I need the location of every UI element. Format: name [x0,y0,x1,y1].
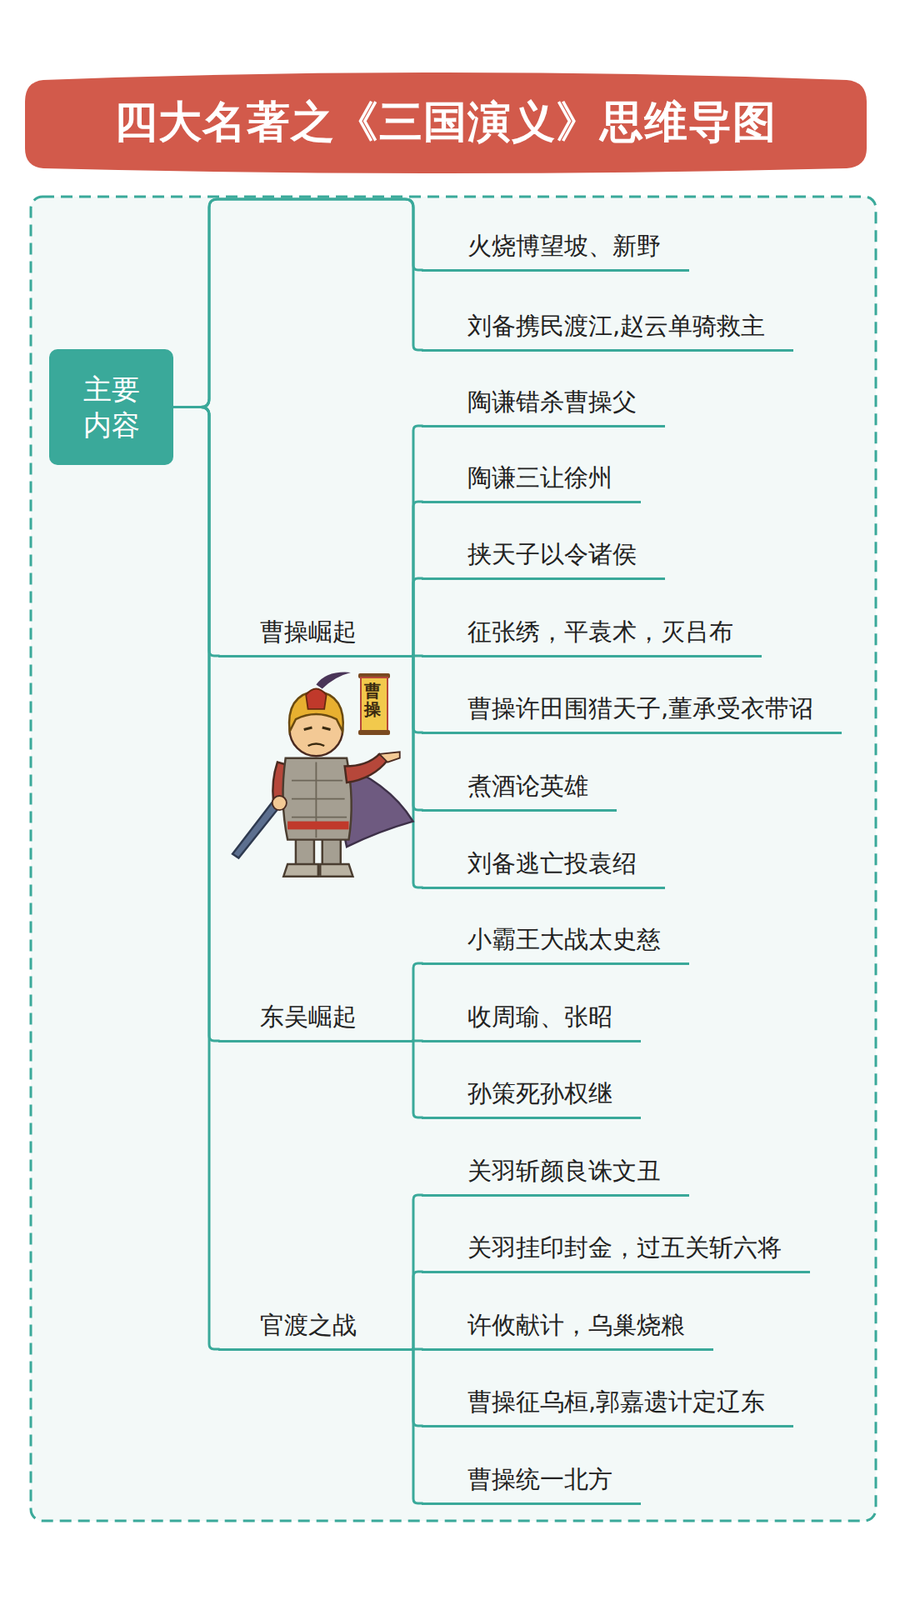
leaf-topic: 挟天子以令诸侯 [421,539,665,580]
title-banner [25,72,867,174]
topic-text: 煮酒论英雄 [467,771,589,800]
content-frame [30,196,876,1521]
tree-connector [173,407,220,1042]
branch-topic: 东吴崛起 [218,1001,414,1043]
leaf-topic: 曹操统一北方 [421,1464,641,1505]
topic-text: 收周瑜、张昭 [467,1002,613,1031]
topic-text: 陶谦三让徐州 [467,463,613,492]
leaf-topic: 孙策死孙权继 [421,1078,641,1120]
leaf-topic: 煮酒论英雄 [421,770,617,812]
leaf-topic: 关羽斩颜良诛文丑 [421,1155,690,1197]
scroll-label: 曹操 [364,681,381,719]
leaf-topic: 火烧博望坡、新野 [421,230,690,272]
topic-text: 东吴崛起 [260,1002,357,1031]
topic-text: 孙策死孙权继 [467,1079,613,1108]
tree-connector [173,407,220,1350]
topic-text: 陶谦错杀曹操父 [467,387,637,416]
root-box: 主要内容 [49,349,174,465]
branch-topic: 曹操崛起 [218,616,414,658]
leaf-topic: 刘备逃亡投袁绍 [421,848,665,890]
topic-text: 刘备逃亡投袁绍 [467,849,637,878]
topic-text: 火烧博望坡、新野 [467,231,661,260]
topic-text: 刘备携民渡江,赵云单骑救主 [467,311,765,340]
tree-connector [173,407,220,657]
topic-text: 关羽斩颜良诛文丑 [467,1156,661,1185]
cao-cao-illustration [224,668,419,883]
leaf-topic: 小霸王大战太史慈 [421,924,690,965]
leaf-topic: 关羽挂印封金，过五关斩六将 [421,1232,810,1274]
leaf-topic: 许攸献计，乌巢烧粮 [421,1310,714,1351]
branch-topic: 官渡之战 [218,1310,414,1351]
leaf-topic: 曹操征乌桓,郭嘉遗计定辽东 [421,1386,794,1428]
topic-text: 挟天子以令诸侯 [467,540,637,569]
leaf-topic: 陶谦错杀曹操父 [421,386,665,428]
leaf-topic: 曹操许田围猎天子,董承受衣带诏 [421,693,842,735]
leaf-topic: 收周瑜、张昭 [421,1001,641,1043]
topic-text: 主要内容 [81,371,142,443]
tree-connector [173,199,423,408]
leaf-topic: 陶谦三让徐州 [421,462,641,504]
topic-text: 许攸献计，乌巢烧粮 [467,1310,685,1340]
title-text: 四大名著之《三国演义》思维导图 [114,93,777,152]
topic-text: 曹操许田围猎天子,董承受衣带诏 [467,694,814,723]
topic-text: 曹操统一北方 [467,1465,613,1494]
topic-text: 曹操崛起 [260,617,357,646]
topic-text: 官渡之战 [260,1310,357,1340]
leaf-topic: 刘备携民渡江,赵云单骑救主 [421,310,794,352]
tree-connector [173,199,423,408]
topic-text: 曹操征乌桓,郭嘉遗计定辽东 [467,1387,765,1416]
topic-text: 小霸王大战太史慈 [467,925,661,954]
topic-text: 关羽挂印封金，过五关斩六将 [467,1233,782,1262]
topic-text: 征张绣，平袁术，灭吕布 [467,617,734,646]
title-banner-text: 四大名著之《三国演义》思维导图 [25,71,865,174]
leaf-topic: 征张绣，平袁术，灭吕布 [421,616,762,658]
